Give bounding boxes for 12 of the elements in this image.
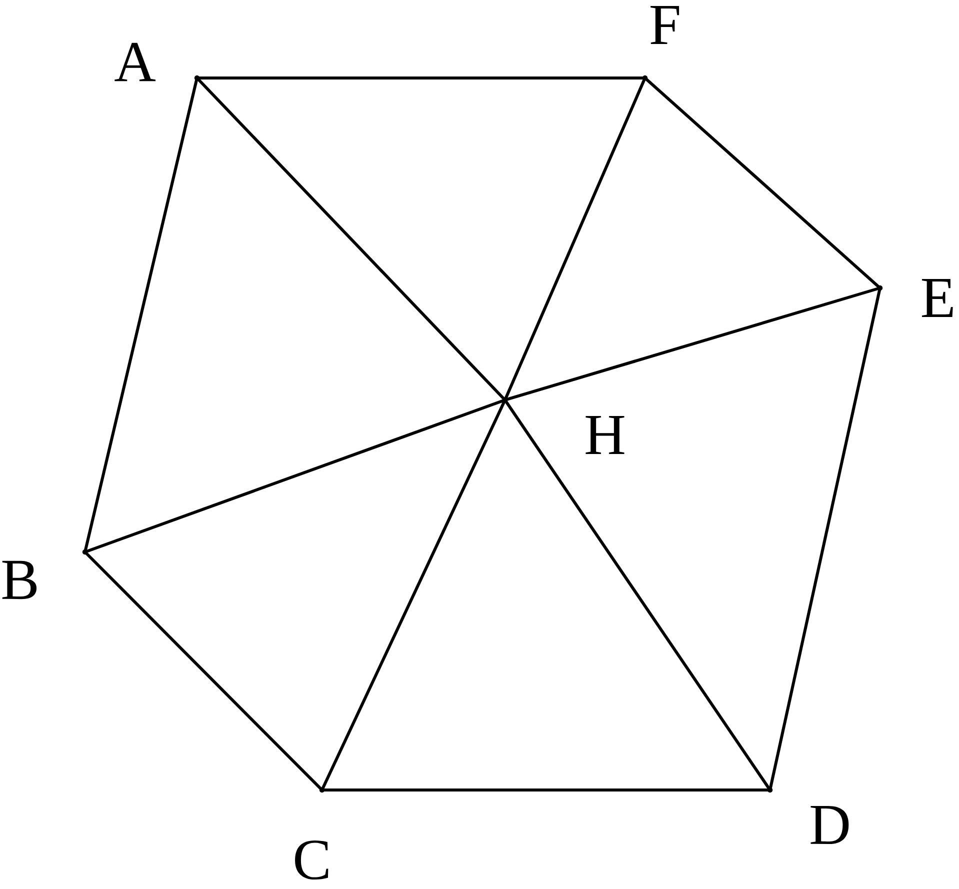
point-label: E xyxy=(922,279,953,317)
point-label: B xyxy=(2,560,37,600)
point-label: D xyxy=(810,806,849,844)
line-segment xyxy=(196,76,506,402)
point-label: F xyxy=(650,6,680,44)
point-label: C xyxy=(295,840,328,880)
line-segment xyxy=(84,76,198,554)
line-segment xyxy=(644,76,882,290)
line-segment xyxy=(504,398,772,792)
point-label: H xyxy=(586,416,624,454)
point-label: A xyxy=(114,42,156,82)
line-segment xyxy=(84,550,324,792)
